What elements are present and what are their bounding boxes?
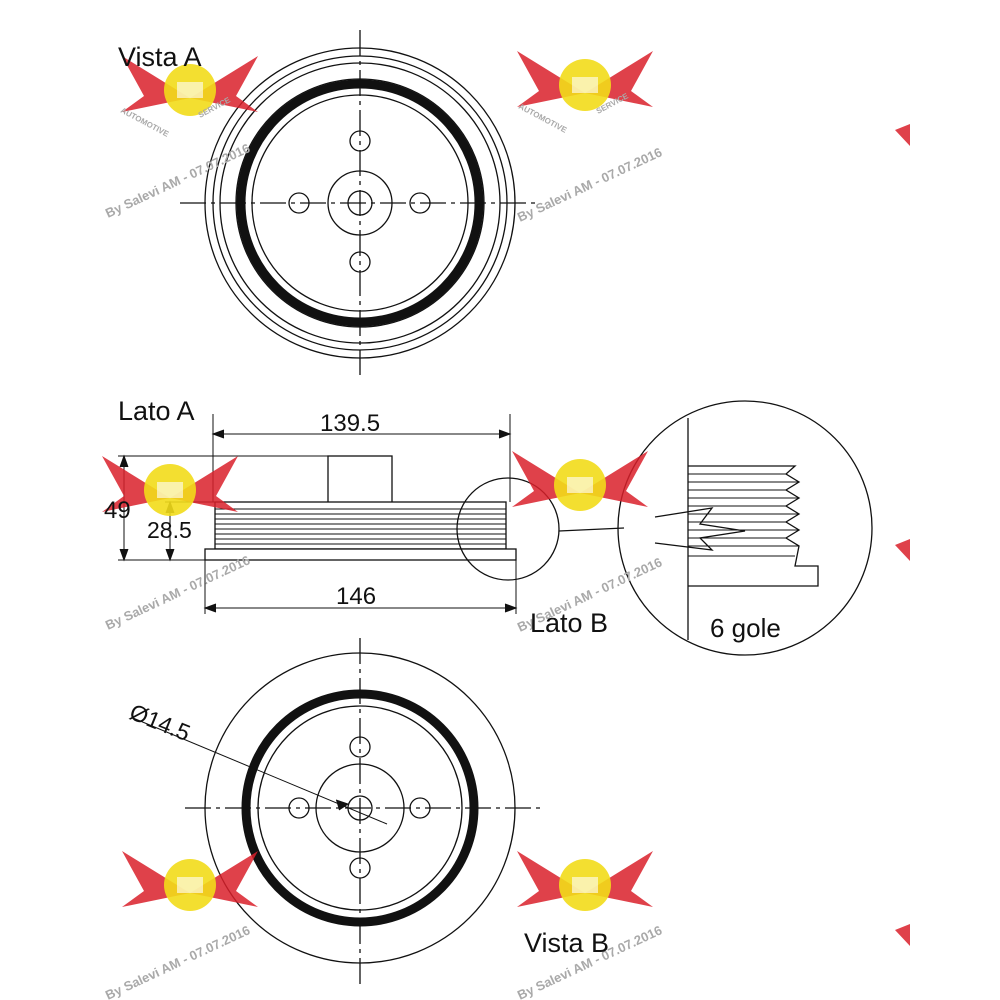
vista-b-outer-rim [204, 652, 516, 964]
side-view-hub [327, 455, 393, 505]
vista-a-rim-step-3 [235, 78, 485, 328]
vista-a-bolt-hole-right [409, 192, 431, 214]
vista-a-view [180, 30, 540, 375]
watermark-badge-text: AUTOMOTIVE [119, 106, 171, 139]
groove-detail-view [617, 400, 873, 656]
dim-outer-diameter-value: 146 [336, 583, 376, 610]
vista-b-hub [315, 763, 405, 853]
side-view-flange [204, 548, 517, 561]
vista-a-bolt-hole-bottom [349, 251, 371, 273]
vista-a-bolt-hole-left [288, 192, 310, 214]
detail-leader-line [558, 527, 625, 532]
vista-a-rim-step-1 [212, 55, 508, 351]
lato-a-label: Lato A [118, 396, 195, 426]
dim-total-width-value: 49 [104, 497, 131, 524]
vista-b-bolt-hole-left [288, 797, 310, 819]
watermark-logo [517, 51, 653, 111]
watermark-credit: By Salevi AM - 07.07.2016 [515, 144, 664, 224]
dim-outer-diameter [203, 560, 518, 614]
vista-a-bolt-hole-top [349, 130, 371, 152]
dim-total-width [118, 454, 328, 562]
watermark-logo [517, 851, 653, 911]
vista-b-view [132, 638, 540, 985]
detail-marker-circle [456, 477, 560, 581]
dim-groove-diameter-value: 139.5 [320, 410, 380, 437]
vista-a-damper-ring [236, 79, 484, 327]
detail-groove-lines [688, 473, 799, 557]
watermark-badge-text: AUTOMOTIVE [517, 102, 569, 135]
detail-groove-zigzag [654, 507, 746, 551]
grooves-label: 6 gole [710, 613, 781, 643]
watermark-credit: By Salevi AM - 07.07.2016 [103, 922, 252, 1000]
vista-b-bolt-hole-bottom [349, 857, 371, 879]
detail-groove-profile [688, 465, 819, 587]
vista-a-label: Vista A [118, 42, 202, 72]
detail-circle [617, 400, 873, 656]
dim-bore-diameter-value: Ø14.5 [126, 699, 194, 747]
vista-a-rim-step-2 [219, 62, 501, 344]
vista-b-label: Vista B [524, 928, 609, 958]
vista-b-bolt-hole-top [349, 736, 371, 758]
vista-b-damper-ring [241, 689, 479, 927]
lato-b-label: Lato B [530, 608, 608, 638]
vista-b-bolt-hole-right [409, 797, 431, 819]
watermark-credit: By Salevi AM - 07.07.2016 [103, 140, 252, 220]
vista-a-hub [327, 170, 393, 236]
vista-b-inner-disc [257, 705, 463, 911]
vista-a-inner-disc [251, 94, 469, 312]
watermark-logo [512, 451, 648, 511]
side-view [118, 414, 625, 614]
vista-a-outer-rim [204, 47, 516, 359]
vista-a-bore [347, 190, 373, 216]
dim-pulley-width-value: 28.5 [147, 517, 192, 543]
watermark-logo [122, 851, 258, 911]
watermark-credit: By Salevi AM - 07.07.2016 [103, 552, 252, 632]
